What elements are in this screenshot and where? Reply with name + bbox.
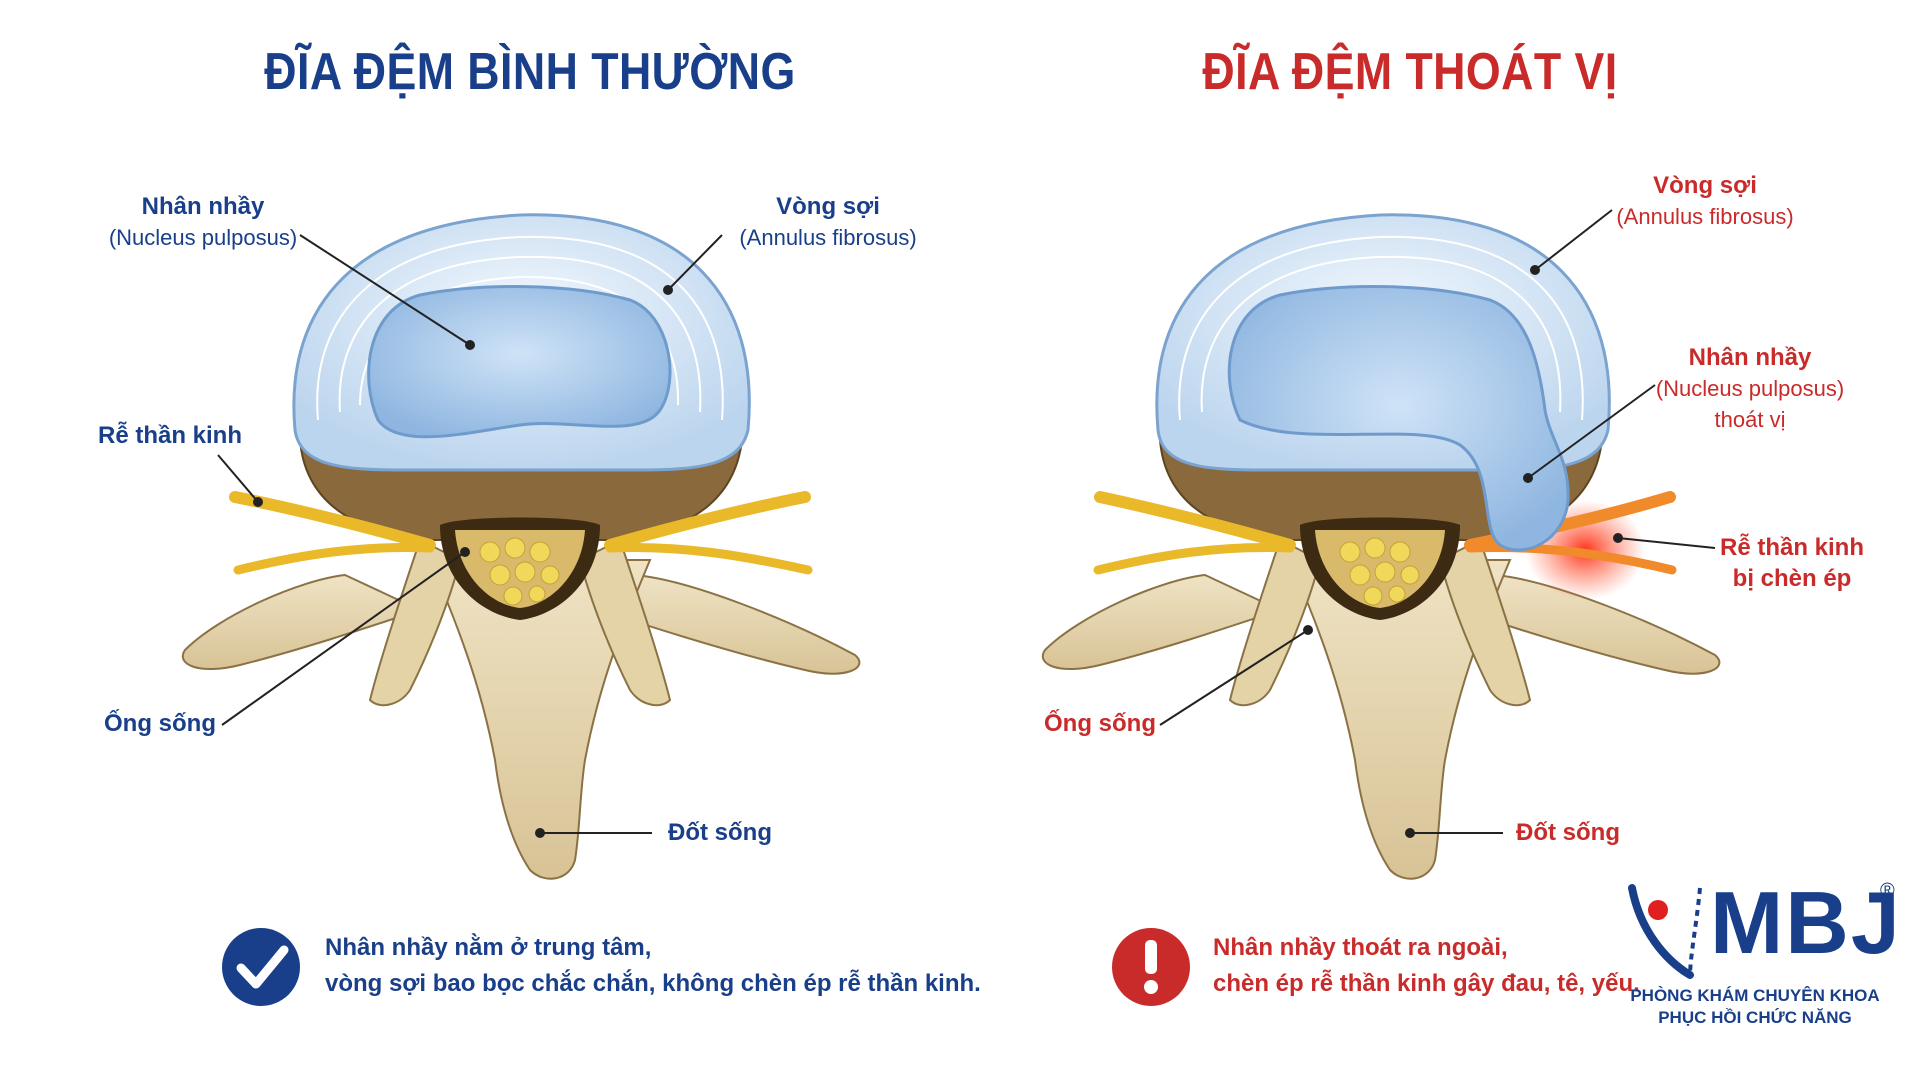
clinic-tagline-line2: PHỤC HỒI CHỨC NĂNG [1610,1007,1900,1029]
normal-canal-label: Ống sống [100,708,220,739]
herniated-nucleus-label: Nhân nhầy (Nucleus pulposus) thoát vị [1655,342,1845,435]
herniated-canal-name: Ống sống [1040,708,1160,739]
mbj-logo-text: MBJ [1710,872,1902,974]
mbj-logo-mark [1632,888,1700,978]
normal-vertebra-label: Đốt sống [660,817,780,848]
normal-annulus-label: Vòng sợi (Annulus fibrosus) [728,191,928,253]
clinic-tagline-line1: PHÒNG KHÁM CHUYÊN KHOA [1610,985,1900,1007]
herniated-nucleus-name: Nhân nhầy [1655,342,1845,373]
normal-nucleus-label: Nhân nhầy (Nucleus pulposus) [108,191,298,253]
herniated-nerve-name: Rễ thần kinh [1712,532,1872,563]
herniated-nucleus-state: thoát vị [1655,404,1845,435]
normal-note: Nhân nhầy nằm ở trung tâm, vòng sợi bao … [325,930,981,1002]
normal-nerve-name: Rễ thần kinh [95,420,245,451]
herniated-nucleus-latin: (Nucleus pulposus) [1655,373,1845,404]
normal-note-line2: vòng sợi bao bọc chắc chắn, không chèn é… [325,966,981,1002]
normal-nucleus-latin: (Nucleus pulposus) [108,222,298,253]
herniated-note-line2: chèn ép rễ thần kinh gây đau, tê, yếu. [1213,966,1640,1002]
herniated-canal-label: Ống sống [1040,708,1160,739]
herniated-vertebra-name: Đốt sống [1508,817,1628,848]
normal-nucleus-name: Nhân nhầy [108,191,298,222]
normal-note-line1: Nhân nhầy nằm ở trung tâm, [325,930,981,966]
normal-annulus-name: Vòng sợi [728,191,928,222]
herniated-vertebra-label: Đốt sống [1508,817,1628,848]
normal-nerve-label: Rễ thần kinh [95,420,245,451]
exclamation-circle-icon [1112,928,1190,1006]
clinic-tagline: PHÒNG KHÁM CHUYÊN KHOA PHỤC HỒI CHỨC NĂN… [1610,985,1900,1029]
herniated-annulus-label: Vòng sợi (Annulus fibrosus) [1610,170,1800,232]
check-circle-icon [222,928,300,1006]
herniated-nerve-label: Rễ thần kinh bị chèn ép [1712,532,1872,594]
herniated-note: Nhân nhầy thoát ra ngoài, chèn ép rễ thầ… [1213,930,1640,1002]
normal-vertebra-name: Đốt sống [660,817,780,848]
normal-disc [294,215,749,470]
normal-annulus-latin: (Annulus fibrosus) [728,222,928,253]
herniated-annulus-name: Vòng sợi [1610,170,1800,201]
herniated-nerve-state: bị chèn ép [1712,563,1872,594]
herniated-annulus-latin: (Annulus fibrosus) [1610,201,1800,232]
registered-mark: ® [1880,880,1895,903]
normal-canal-name: Ống sống [100,708,220,739]
herniated-note-line1: Nhân nhầy thoát ra ngoài, [1213,930,1640,966]
